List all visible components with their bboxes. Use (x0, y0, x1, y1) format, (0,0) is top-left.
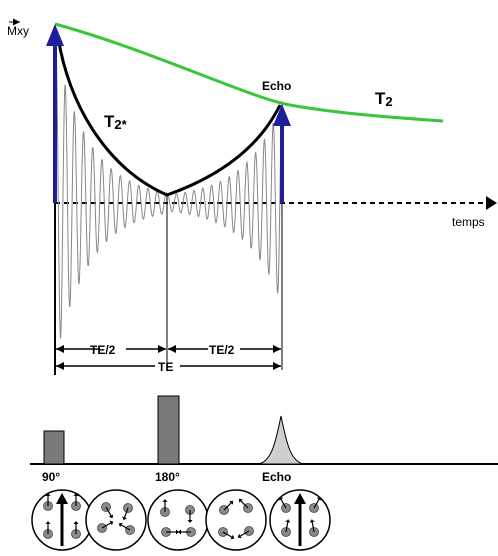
spins-dephasing-icon (85, 489, 147, 551)
echo-arrow-head (273, 104, 291, 126)
te-half-right-label: TE/2 (209, 343, 235, 357)
time-axis-arrowhead (486, 196, 497, 210)
echo-top-label: Echo (262, 79, 291, 93)
y-axis-label: Mxy (7, 24, 29, 38)
spins-refocused-icon (269, 489, 331, 551)
pulse-180-block (157, 395, 180, 465)
fid-waveform (55, 48, 283, 339)
spins-rephasing-icon (205, 489, 267, 551)
spins-aligned-icon (31, 489, 93, 551)
t2star-label: T2* (104, 112, 128, 132)
t2-label: T2 (375, 89, 393, 109)
t2-decay-curve (54, 22, 444, 123)
pulse-90-label: 90° (42, 470, 60, 484)
t2star-envelope (56, 36, 282, 197)
signal-oscillation (55, 48, 283, 339)
pulse-echo-label: Echo (262, 470, 291, 484)
pulse-90-block (43, 430, 65, 465)
te-label: TE (158, 360, 173, 374)
pulse-180-label: 180° (155, 470, 180, 484)
x-axis-label: temps (452, 215, 485, 229)
echo-signal-shape (257, 415, 305, 465)
spins-inverted-icon (147, 489, 209, 551)
rf-90-arrow-head (46, 24, 64, 46)
te-half-left-label: TE/2 (90, 343, 116, 357)
